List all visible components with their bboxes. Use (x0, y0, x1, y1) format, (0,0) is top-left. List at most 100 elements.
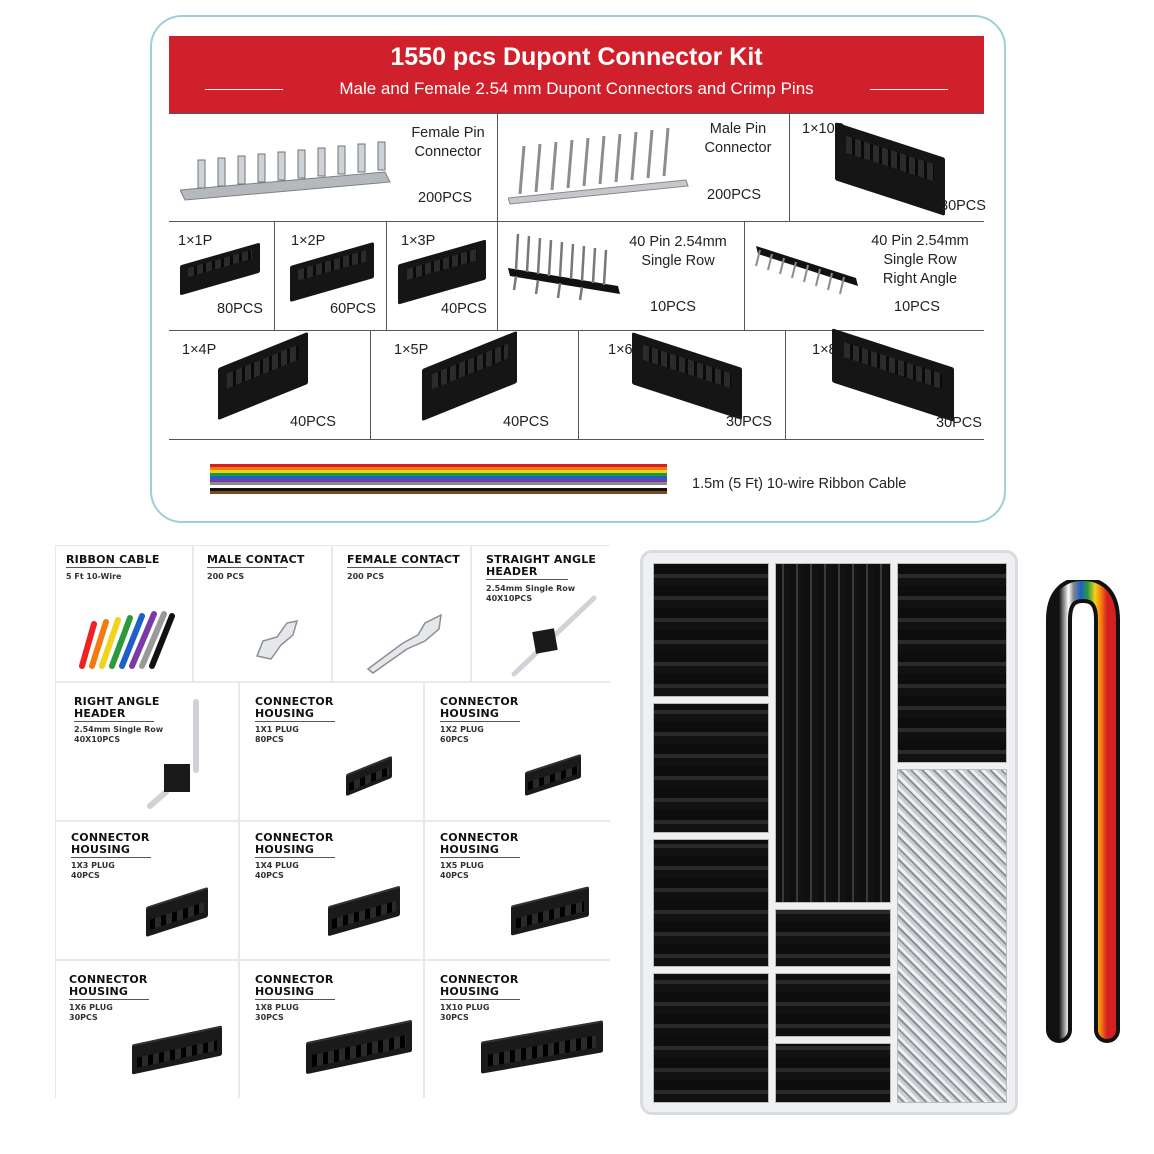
cell-subtitle: 1X8 PLUG 30PCS (255, 1003, 299, 1022)
catalog-cell-straight-header: STRAIGHT ANGLE HEADER 2.54mm Single Row … (472, 546, 610, 681)
grid-line (274, 221, 275, 330)
title-underline (66, 567, 146, 568)
female-pin-strip-image (180, 141, 391, 201)
catalog-cell-right-angle-header: RIGHT ANGLE HEADER 2.54mm Single Row 40X… (56, 683, 238, 820)
ribbon-wire-stripe (210, 467, 667, 470)
cell-subtitle: 2.54mm Single Row 40X10PCS (74, 725, 164, 744)
item-qty: 10PCS (894, 299, 940, 315)
title-underline (255, 999, 335, 1000)
tray-compartment (653, 839, 769, 967)
tray-compartment (653, 703, 769, 833)
catalog-cell-housing-1x5: CONNECTOR HOUSING 1X5 PLUG 40PCS (425, 822, 610, 959)
title-underline (347, 567, 443, 568)
title-underline (255, 857, 335, 858)
male-contact-icon (255, 620, 299, 660)
ribbon-wire-stripe (210, 491, 667, 494)
title-underline (440, 721, 520, 722)
cell-title: STRAIGHT ANGLE HEADER (486, 553, 597, 578)
title-underline (71, 857, 151, 858)
item-name: Male Pin Connector (704, 121, 772, 156)
housing-icon (306, 1019, 412, 1075)
ribbon-wire-stripe (210, 479, 667, 482)
tray-compartment (775, 909, 891, 967)
grid-line (169, 330, 984, 331)
cell-subtitle: 1X6 PLUG 30PCS (69, 1003, 113, 1022)
title-underline (74, 721, 154, 722)
cell-title: RIBBON CABLE (66, 553, 160, 566)
straight-header-icon (511, 595, 597, 677)
item-qty: 60PCS (330, 301, 376, 317)
ribbon-wire-stripe (210, 464, 667, 467)
female-contact-icon (366, 613, 442, 674)
male-pin-strip-image (508, 127, 689, 205)
grid-line (789, 113, 790, 221)
kit-subtitle: Male and Female 2.54 mm Dupont Connector… (339, 79, 814, 98)
catalog-cell-housing-1x10: CONNECTOR HOUSING 1X10 PLUG 30PCS (425, 961, 610, 1098)
item-name: 1×10P (802, 121, 845, 137)
housing-icon (511, 886, 589, 936)
catalog-cell-housing-1x2: CONNECTOR HOUSING 1X2 PLUG 60PCS (425, 683, 610, 820)
title-underline (440, 857, 520, 858)
item-qty: 80PCS (217, 301, 263, 317)
item-qty: 200PCS (418, 190, 473, 206)
cell-title: CONNECTOR HOUSING (255, 695, 334, 720)
grid-line (169, 113, 984, 114)
cell-title: CONNECTOR HOUSING (255, 831, 334, 856)
title-underline (69, 999, 149, 1000)
straight-header-image (508, 233, 620, 301)
grid-line (169, 221, 984, 222)
housing-icon (328, 885, 400, 937)
tray-compartment (775, 1043, 891, 1103)
item-name: 1×1P (178, 233, 213, 249)
cell-title: CONNECTOR HOUSING (69, 973, 148, 998)
housing-icon (525, 753, 581, 797)
item-name: 1×2P (291, 233, 326, 249)
item-name: Female Pin Connector (411, 125, 485, 160)
cell-subtitle: 5 Ft 10-Wire (66, 572, 122, 581)
item-qty: 40PCS (290, 414, 336, 430)
catalog-cell-housing-1x1: CONNECTOR HOUSING 1X1 PLUG 80PCS (240, 683, 423, 820)
cell-title: CONNECTOR HOUSING (255, 973, 334, 998)
coiled-ribbon-cable-image (1046, 580, 1120, 1043)
grid-line (497, 113, 498, 221)
housing-icon (346, 755, 392, 797)
right-angle-header-icon (147, 699, 199, 809)
catalog-cell-housing-1x6: CONNECTOR HOUSING 1X6 PLUG 30PCS (56, 961, 238, 1098)
cell-subtitle: 200 PCS (207, 572, 245, 581)
ribbon-bundle-icon (79, 611, 175, 669)
tray-compartment (775, 973, 891, 1037)
grid-line (169, 439, 984, 440)
item-qty: 40PCS (503, 414, 549, 430)
grid-line (578, 330, 579, 439)
grid-line (497, 221, 498, 330)
title-banner: 1550 pcs Dupont Connector Kit Male and F… (169, 36, 984, 113)
cell-title: MALE CONTACT (207, 553, 305, 566)
item-name: 1×5P (394, 342, 429, 358)
cell-title: CONNECTOR HOUSING (440, 695, 519, 720)
item-qty: 30PCS (936, 415, 982, 431)
title-underline (486, 579, 568, 580)
cell-subtitle: 200 PCS (347, 572, 385, 581)
tray-compartment (653, 973, 769, 1103)
ribbon-wire-stripe (210, 473, 667, 476)
cell-subtitle: 1X2 PLUG 60PCS (440, 725, 484, 744)
cell-subtitle: 1X5 PLUG 40PCS (440, 861, 484, 880)
cell-title: RIGHT ANGLE HEADER (74, 695, 160, 720)
ribbon-cable-label: 1.5m (5 Ft) 10-wire Ribbon Cable (692, 476, 907, 492)
cell-subtitle: 1X4 PLUG 40PCS (255, 861, 299, 880)
catalog-cell-ribbon-cable: RIBBON CABLE 5 Ft 10-Wire (56, 546, 192, 681)
item-qty: 30PCS (726, 414, 772, 430)
cell-title: FEMALE CONTACT (347, 553, 461, 566)
ribbon-wire-stripe (210, 488, 667, 491)
cell-subtitle: 1X3 PLUG 40PCS (71, 861, 115, 880)
item-qty: 30PCS (940, 198, 986, 214)
ribbon-wire-stripe (210, 482, 667, 485)
banner-rule-left (205, 89, 283, 90)
title-underline (440, 999, 520, 1000)
cell-title: CONNECTOR HOUSING (71, 831, 150, 856)
grid-line (370, 330, 371, 439)
cell-subtitle: 1X1 PLUG 80PCS (255, 725, 299, 744)
grid-line (386, 221, 387, 330)
title-underline (207, 567, 287, 568)
ribbon-wire-stripe (210, 485, 667, 488)
